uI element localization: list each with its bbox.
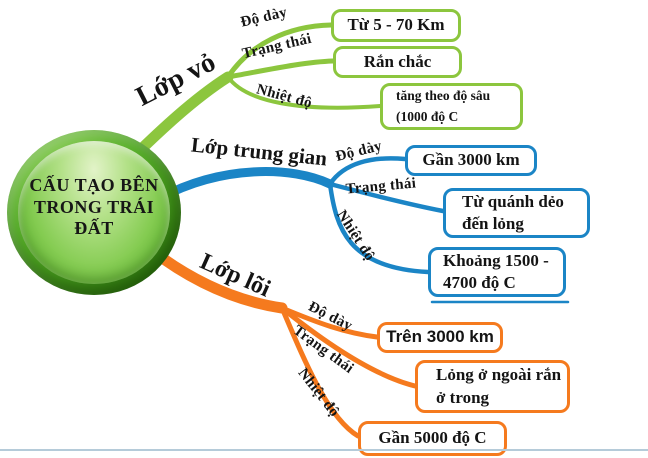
mantle-state-node: Từ quánh dẻo đến lỏng — [443, 188, 590, 238]
core-thickness-node: Trên 3000 km — [377, 322, 503, 353]
central-topic: CẤU TẠO BÊN TRONG TRÁI ĐẤT — [7, 130, 181, 295]
mantle-thickness-node: Gần 3000 km — [405, 145, 537, 176]
crust-thickness-node: Từ 5 - 70 Km — [331, 9, 461, 42]
page-border-line — [0, 449, 648, 451]
mantle-thickness-line — [327, 156, 408, 187]
crust-thickness-line — [225, 22, 334, 80]
central-topic-title-line1: CẤU TẠO BÊN — [29, 174, 159, 195]
core-state-line — [279, 305, 418, 389]
mantle-state-line — [327, 181, 446, 214]
central-topic-title: CẤU TẠO BÊN TRONG TRÁI ĐẤT — [29, 175, 158, 241]
central-topic-title-line2: TRONG TRÁI — [33, 196, 155, 217]
core-thickness-line — [279, 305, 380, 340]
mantle-trunk-line — [155, 167, 335, 203]
crust-state-node: Rắn chắc — [333, 46, 462, 78]
mantle-temperature-line — [327, 181, 431, 275]
crust-temperature-line — [226, 75, 382, 110]
core-temperature-line — [279, 305, 361, 439]
crust-temperature-node: tăng theo độ sâu (1000 độ C — [380, 83, 523, 130]
central-topic-inner: CẤU TẠO BÊN TRONG TRÁI ĐẤT — [18, 141, 170, 284]
central-topic-title-line3: ĐẤT — [74, 218, 114, 239]
mantle-temperature-node: Khoảng 1500 - 4700 độ C — [428, 247, 566, 297]
core-state-node: Lỏng ở ngoài rắn ở trong — [415, 360, 570, 413]
crust-state-line — [225, 58, 336, 80]
